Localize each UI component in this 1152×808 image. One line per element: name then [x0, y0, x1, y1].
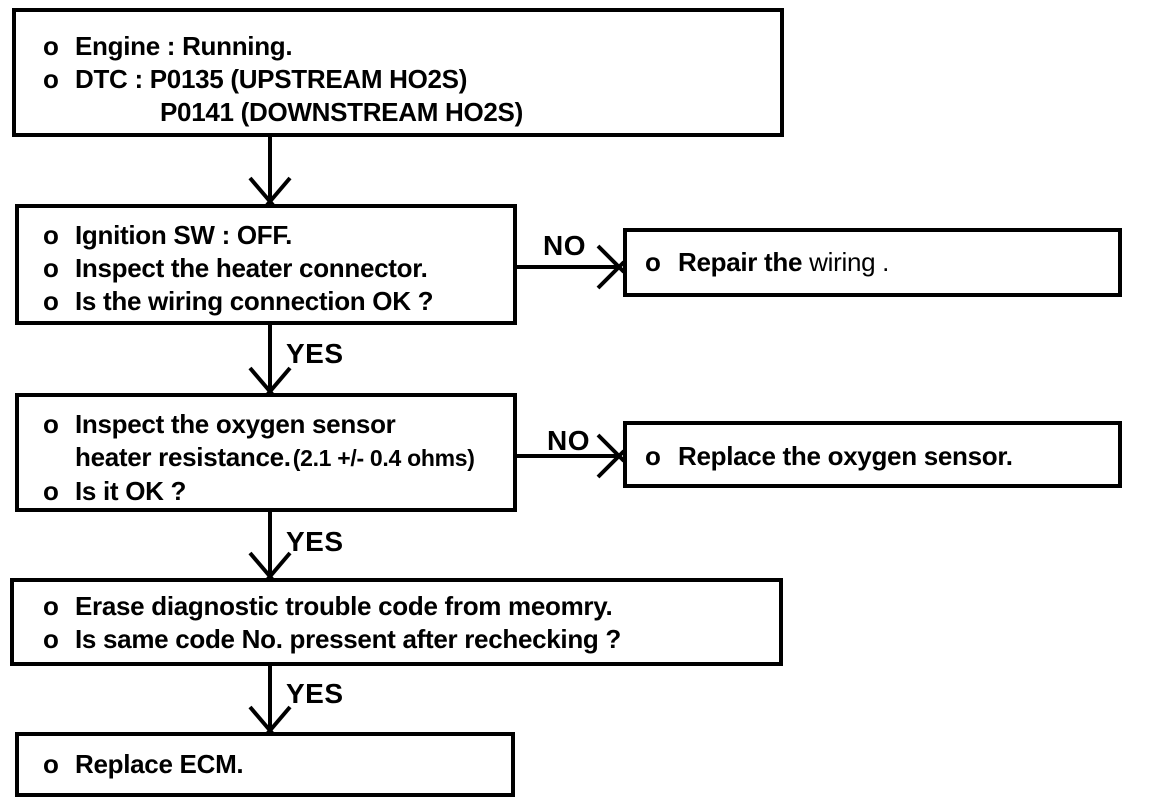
arrow-start-to-inspect-connector — [248, 134, 292, 207]
bullet-marker: o — [43, 624, 59, 654]
bullet-marker: o — [43, 286, 59, 316]
inspect-connector-line: Inspect the heater connector. — [75, 253, 428, 283]
box-line: o Is same code No. pressent after rechec… — [43, 623, 771, 656]
replace-ecm-box: o Replace ECM. — [15, 732, 515, 797]
box-line: o Engine : Running. — [43, 30, 770, 63]
box-line: o Inspect the heater connector. — [43, 252, 505, 285]
bullet-marker: o — [43, 31, 59, 61]
edge-label-no-1: NO — [543, 230, 586, 261]
start-line-dtc: DTC : P0135 (UPSTREAM HO2S) — [75, 64, 468, 94]
recheck-question: Is same code No. pressent after rechecki… — [75, 624, 622, 654]
repair-wiring-text: Repair the — [678, 247, 803, 277]
box-line: o Repair the wiring . — [645, 246, 1110, 279]
start-condition-box: o Engine : Running. o DTC : P0135 (UPSTR… — [12, 8, 784, 137]
edge-label-yes-1: YES — [286, 338, 344, 369]
bullet-marker: o — [43, 591, 59, 621]
inspect-resistance-box: o Inspect the oxygen sensor heater resis… — [15, 393, 517, 512]
inspect-connector-box: o Ignition SW : OFF. o Inspect the heate… — [15, 204, 517, 325]
box-line: o Is it OK ? — [43, 475, 511, 508]
edge-label-yes-3: YES — [286, 678, 344, 709]
box-line: o Inspect the oxygen sensor — [43, 408, 511, 441]
replace-sensor-box: o Replace the oxygen sensor. — [623, 421, 1122, 488]
box-line: o Replace ECM. — [43, 748, 503, 781]
replace-ecm-text: Replace ECM. — [75, 749, 244, 779]
edge-label-no-2: NO — [547, 425, 590, 456]
box-line: o Erase diagnostic trouble code from meo… — [43, 590, 771, 623]
heater-resistance-line: heater resistance. — [75, 442, 291, 472]
edge-label-yes-2: YES — [286, 526, 344, 557]
box-line: o Is the wiring connection OK ? — [43, 285, 505, 318]
bullet-marker: o — [43, 64, 59, 94]
repair-wiring-box: o Repair the wiring . — [623, 228, 1122, 297]
arrow-yes-to-inspect-resistance — [248, 322, 292, 397]
bullet-marker: o — [645, 247, 661, 277]
start-line-dtc2: P0141 (DOWNSTREAM HO2S) — [160, 97, 523, 127]
erase-code-line: Erase diagnostic trouble code from meomr… — [75, 591, 613, 621]
bullet-marker: o — [645, 441, 661, 471]
is-it-ok-question: Is it OK ? — [75, 476, 187, 506]
arrow-yes-to-replace-ecm — [248, 663, 292, 736]
bullet-marker: o — [43, 409, 59, 439]
wiring-ok-question: Is the wiring connection OK ? — [75, 286, 434, 316]
bullet-marker: o — [43, 220, 59, 250]
bullet-marker: o — [43, 476, 59, 506]
box-line: o DTC : P0135 (UPSTREAM HO2S) — [43, 63, 770, 96]
arrow-yes-to-erase-dtc — [248, 509, 292, 582]
box-line: heater resistance. (2.1 +/- 0.4 ohms) — [43, 441, 511, 475]
erase-dtc-box: o Erase diagnostic trouble code from meo… — [10, 578, 783, 666]
box-line: P0141 (DOWNSTREAM HO2S) — [43, 96, 770, 129]
bullet-marker: o — [43, 253, 59, 283]
inspect-sensor-line: Inspect the oxygen sensor — [75, 409, 396, 439]
resistance-spec-note: (2.1 +/- 0.4 ohms) — [292, 445, 475, 471]
start-line-engine: Engine : Running. — [75, 31, 293, 61]
box-line: o Replace the oxygen sensor. — [645, 440, 1110, 473]
replace-sensor-text: Replace the oxygen sensor. — [678, 441, 1013, 471]
ignition-line: Ignition SW : OFF. — [75, 220, 292, 250]
bullet-marker: o — [43, 749, 59, 779]
box-line: o Ignition SW : OFF. — [43, 219, 505, 252]
repair-wiring-text-tail: wiring . — [809, 247, 890, 277]
